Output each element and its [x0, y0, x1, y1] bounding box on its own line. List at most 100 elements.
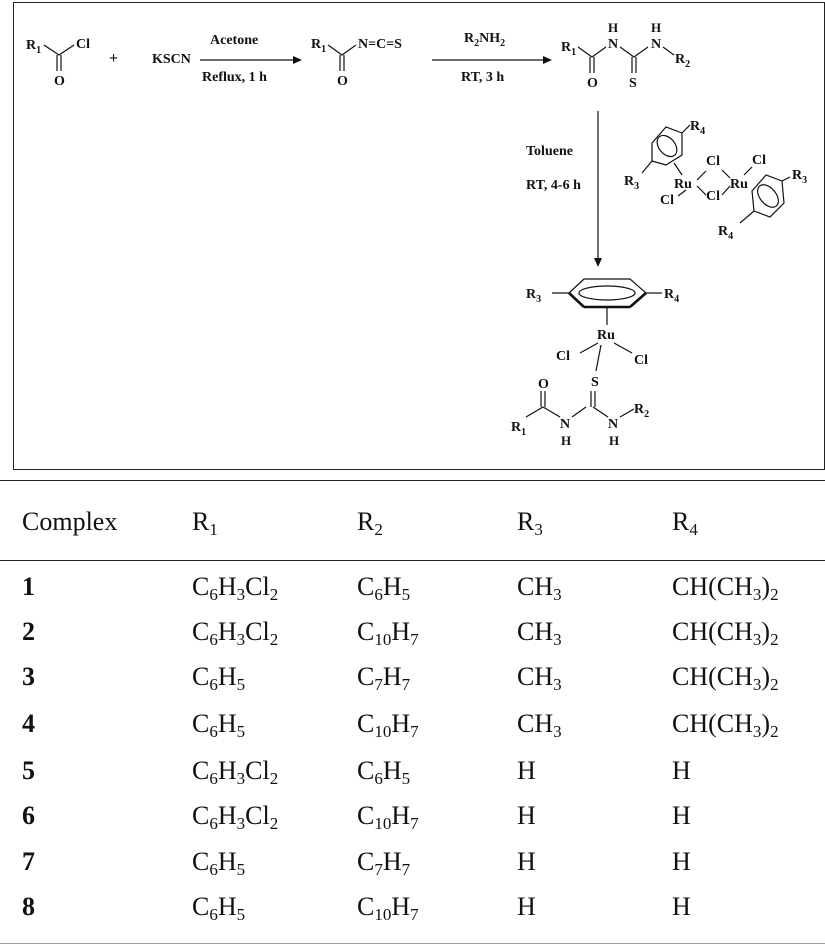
reactant-cl-label: Cl: [76, 37, 90, 52]
cell-r3: CH3: [517, 709, 562, 741]
product-complex: R3 R4 Ru Cl Cl S O R1 N H N H R2: [511, 278, 679, 448]
thio-bonds-2: [619, 46, 649, 58]
cell-r2: C10H7: [357, 709, 419, 741]
svg-text:N: N: [608, 417, 618, 432]
thio-n1-label: N: [608, 37, 618, 52]
table-bottom-rule: [0, 943, 825, 944]
cell-r4: CH(CH3)2: [672, 572, 779, 604]
cell-complex: 7: [22, 847, 35, 876]
svg-text:N: N: [560, 417, 570, 432]
cell-r2: C10H7: [357, 801, 419, 833]
svg-text:R2: R2: [634, 402, 649, 420]
cell-r2: C10H7: [357, 892, 419, 924]
plus-sign: +: [109, 50, 118, 67]
iso-group-label: N=C=S: [358, 37, 402, 52]
svg-text:Ru: Ru: [730, 177, 748, 192]
svg-text:R3: R3: [624, 174, 639, 192]
kscn-label: KSCN: [152, 52, 191, 67]
cell-complex: 4: [22, 709, 35, 738]
cell-r3: H: [517, 847, 536, 876]
svg-text:S: S: [591, 375, 599, 390]
cell-r4: H: [672, 801, 691, 830]
cell-r4: CH(CH3)2: [672, 617, 779, 649]
cell-r3: CH3: [517, 617, 562, 649]
cell-r2: C10H7: [357, 617, 419, 649]
cell-r1: C6H3Cl2: [192, 617, 279, 649]
table-top-rule: [0, 480, 825, 481]
cell-r2: C6H5: [357, 756, 411, 788]
cell-r1: C6H5: [192, 892, 246, 924]
svg-text:Cl: Cl: [634, 353, 648, 368]
reactant-r1-label: R1: [26, 38, 41, 56]
reaction-scheme-drawing: R1 Cl O + KSCN Acetone Reflux, 1 h R1 N=…: [26, 20, 807, 448]
cell-r3: H: [517, 892, 536, 921]
step3-condition: RT, 4-6 h: [526, 178, 581, 193]
step2-reagent: R2NH2: [464, 31, 505, 49]
cell-r1: C6H5: [192, 709, 246, 741]
svg-text:R4: R4: [664, 287, 679, 305]
cell-r3: CH3: [517, 662, 562, 694]
svg-text:R3: R3: [792, 168, 807, 186]
cell-r2: C7H7: [357, 662, 411, 694]
cell-r4: CH(CH3)2: [672, 709, 779, 741]
cell-r4: H: [672, 892, 691, 921]
ruthenium-dimer: R4 R3 Ru Cl Cl Cl Ru Cl R3 R4: [624, 119, 807, 242]
cell-r1: C6H3Cl2: [192, 572, 279, 604]
cell-r1: C6H5: [192, 847, 246, 879]
cell-r3: CH3: [517, 572, 562, 604]
svg-text:Cl: Cl: [752, 153, 766, 168]
iso-bonds: [327, 44, 357, 56]
cell-r3: H: [517, 756, 536, 785]
cell-complex: 6: [22, 801, 35, 830]
step3-solvent: Toluene: [526, 144, 573, 159]
header-r1: R1: [192, 507, 218, 539]
cell-r3: H: [517, 801, 536, 830]
cell-r1: C6H3Cl2: [192, 756, 279, 788]
cell-complex: 3: [22, 662, 35, 691]
step1-condition: Reflux, 1 h: [202, 70, 267, 85]
svg-text:R4: R4: [690, 119, 705, 137]
cell-r4: H: [672, 756, 691, 785]
step2-condition: RT, 3 h: [461, 70, 504, 85]
table-header-rule: [0, 560, 825, 561]
svg-text:Cl: Cl: [706, 154, 720, 169]
cell-r2: C6H5: [357, 572, 411, 604]
svg-text:Ru: Ru: [597, 328, 615, 343]
svg-text:O: O: [538, 377, 549, 392]
cell-r1: C6H3Cl2: [192, 801, 279, 833]
step1-solvent: Acetone: [210, 33, 258, 48]
reaction-scheme: R1 Cl O + KSCN Acetone Reflux, 1 h R1 N=…: [13, 2, 825, 470]
cell-complex: 1: [22, 572, 35, 601]
cell-complex: 2: [22, 617, 35, 646]
svg-text:H: H: [561, 433, 571, 448]
thio-o-label: O: [587, 76, 598, 91]
svg-text:Ru: Ru: [674, 177, 692, 192]
cell-r2: C7H7: [357, 847, 411, 879]
header-complex: Complex: [22, 507, 118, 536]
thio-h2-label: H: [651, 20, 661, 35]
header-r2: R2: [357, 507, 383, 539]
cell-r4: CH(CH3)2: [672, 662, 779, 694]
cell-r4: H: [672, 847, 691, 876]
thio-h1-label: H: [608, 20, 618, 35]
reactant-o-label: O: [54, 74, 65, 89]
thio-r1-label: R1: [561, 40, 576, 58]
svg-text:R4: R4: [718, 224, 733, 242]
reactant-bonds: [43, 44, 75, 56]
cell-complex: 8: [22, 892, 35, 921]
thio-n2-label: N: [651, 37, 661, 52]
svg-text:Cl: Cl: [660, 193, 674, 208]
thio-r2-label: R2: [675, 52, 690, 70]
svg-text:R1: R1: [511, 420, 526, 438]
thio-s-label: S: [629, 76, 637, 91]
header-r3: R3: [517, 507, 543, 539]
cell-r1: C6H5: [192, 662, 246, 694]
svg-text:H: H: [609, 433, 619, 448]
svg-text:Cl: Cl: [556, 349, 570, 364]
cell-complex: 5: [22, 756, 35, 785]
iso-o-label: O: [337, 74, 348, 89]
svg-text:R3: R3: [526, 287, 541, 305]
thio-bonds-1: [577, 46, 607, 58]
header-r4: R4: [672, 507, 698, 539]
svg-text:Cl: Cl: [706, 189, 720, 204]
